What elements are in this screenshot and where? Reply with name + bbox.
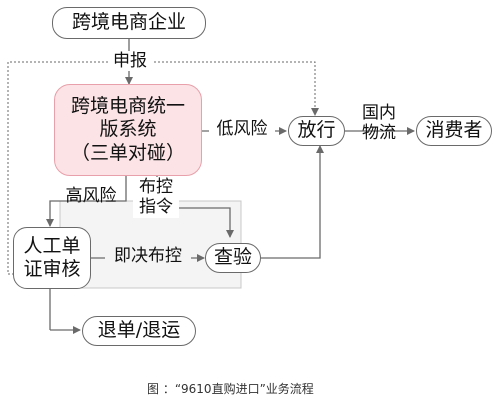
node-manual-line2: 证审核 [23,258,81,280]
edge-label-domestic-line1: 国内 [362,103,396,123]
node-manual-line1: 人工单 [23,234,81,257]
edge-declare-to-release-right [150,61,319,116]
node-inspection: 查验 [205,243,261,273]
figure-caption: 图 ：“9610直购进口”业务流程 [147,382,314,396]
node-unified-platform: 跨境电商统一 版系统 （三单对碰） [54,84,202,176]
edge-label-control-line2: 指令 [139,197,173,218]
node-inspection-label: 查验 [213,246,252,269]
node-release: 放行 [288,116,345,146]
edge-label-declare: 申报 [108,51,152,72]
edge-label-low-risk: 低风险 [209,119,275,140]
edge-high-risk [46,176,127,227]
edge-label-high-risk: 高风险 [65,186,117,206]
node-enterprise: 跨境电商企业 [52,7,206,39]
edge-label-immediate-control: 即决布控 [105,246,191,267]
edge-label-domestic-line2: 物流 [362,123,396,144]
node-platform-line2: 版系统 [99,118,157,141]
node-consumer-label: 消费者 [425,119,483,142]
node-consumer: 消费者 [416,116,492,146]
node-release-label: 放行 [297,119,336,142]
node-return-label: 退单/退运 [97,319,181,342]
edge-label-control-command: 布控 指令 [133,177,179,218]
node-platform-line3: （三单对碰） [70,141,185,164]
edge-inspection-to-release [261,145,324,259]
edge-label-domestic-logistics: 国内 物流 [356,103,402,144]
node-platform-line1: 跨境电商统一 [70,95,185,118]
node-manual-review: 人工单 证审核 [13,227,91,289]
edge-label-control-line1: 布控 [139,177,173,197]
node-return: 退单/退运 [82,316,196,346]
node-enterprise-label: 跨境电商企业 [71,11,186,34]
